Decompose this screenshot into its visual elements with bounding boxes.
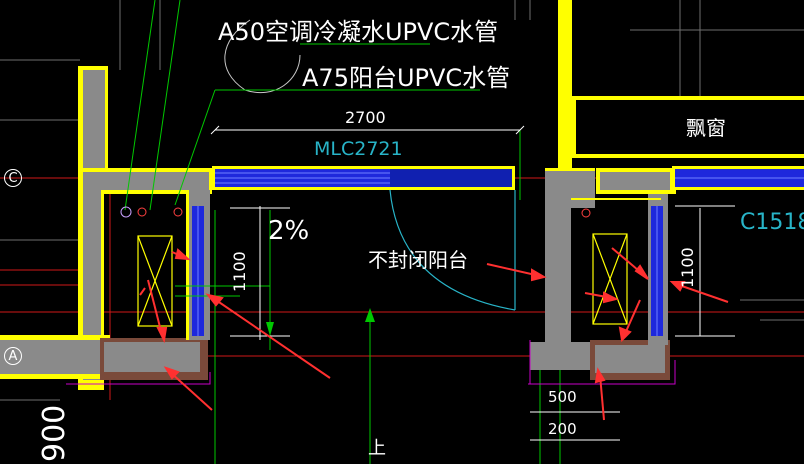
balcony-label: 不封闭阳台 <box>368 248 468 272</box>
ac-units <box>137 233 628 327</box>
dim-1100-right: 1100 <box>678 247 697 288</box>
slope-label: 2% <box>268 216 310 246</box>
axis-marker-c: C <box>4 169 22 187</box>
window-tag-label: C1518 <box>740 210 804 235</box>
background-linework <box>0 0 804 401</box>
magenta-outlines <box>66 340 676 385</box>
left-wall <box>0 66 212 390</box>
green-leaders <box>124 0 561 464</box>
bay-window-label: 飘窗 <box>686 116 726 140</box>
slope-arrowhead <box>266 322 274 336</box>
dim-200-label: 200 <box>548 420 577 438</box>
dim-900-label: 900 <box>37 404 72 462</box>
dim-1100-left: 1100 <box>230 251 249 292</box>
up-label: 上 <box>368 438 386 459</box>
pipe-a75-label: A75阳台UPVC水管 <box>302 64 511 92</box>
pipe-a50-label: A50空调冷凝水UPVC水管 <box>218 18 499 46</box>
dim-500-label: 500 <box>548 388 577 406</box>
windows <box>192 166 804 336</box>
axis-marker-a: A <box>4 347 22 365</box>
dimension-lines <box>210 125 735 441</box>
door-swing <box>389 189 516 311</box>
upper-right-room <box>558 0 804 170</box>
red-arrows <box>139 247 729 421</box>
door-tag-label: MLC2721 <box>314 138 403 160</box>
dim-2700-label: 2700 <box>345 108 386 127</box>
up-arrowhead <box>365 308 375 322</box>
pipe-symbols <box>120 206 591 218</box>
